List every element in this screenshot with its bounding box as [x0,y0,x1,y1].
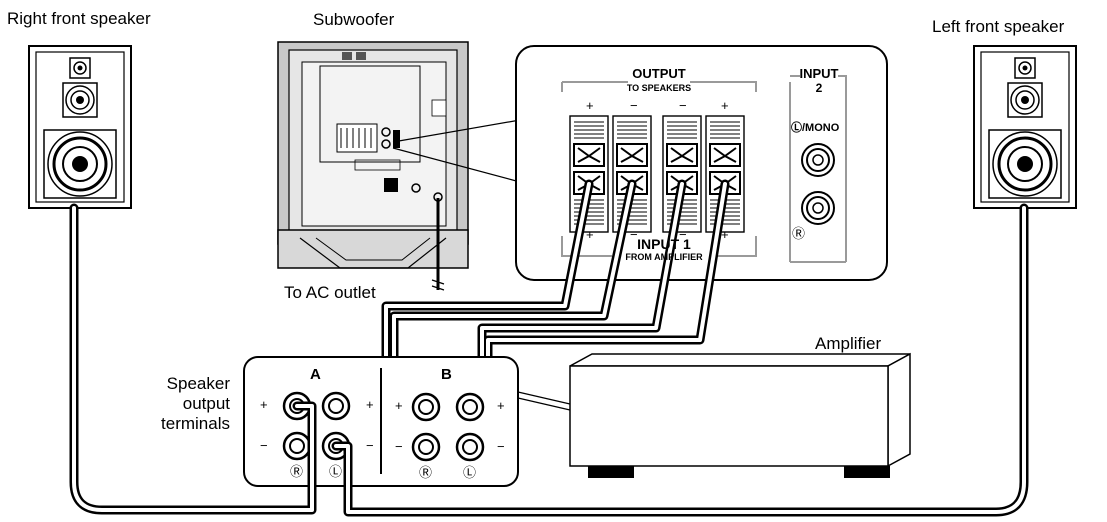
group-a-right-channel-icon: Ⓡ [290,465,304,480]
group-a-minus-left: − [260,438,268,453]
input1-subtitle: FROM AMPLIFIER [625,252,703,262]
input2-title: INPUT [799,66,839,81]
group-b-minus-left: − [395,439,403,454]
group-b-minus-right: − [497,439,505,454]
input-right-label: Ⓡ [792,227,806,242]
input2-number: 2 [815,81,823,95]
group-a-plus-left: + [260,397,268,412]
amplifier-terminal-panel [243,356,519,487]
group-b-left-channel-icon: Ⓛ [463,466,477,481]
amplifier-label: Amplifier [815,334,882,353]
left-front-speaker [973,45,1077,209]
top-polarity-4: + [721,98,729,113]
output-title: OUTPUT [632,66,686,81]
amplifier-unit [569,352,911,478]
group-a-plus-right: + [366,397,374,412]
group-b-plus-left: + [395,398,403,413]
output-subtitle: TO SPEAKERS [626,83,692,93]
top-polarity-3: − [679,98,687,113]
left-front-speaker-label: Left front speaker [932,17,1065,36]
terminal-group-b-label: B [441,366,452,383]
top-polarity-2: − [630,98,638,113]
subwoofer-label: Subwoofer [313,10,395,29]
bottom-polarity-1: + [586,227,594,242]
subwoofer-terminal-panel [515,45,888,281]
bottom-polarity-3: − [679,227,687,242]
mono-label: Ⓛ/MONO [791,122,840,134]
group-b-right-channel-icon: Ⓡ [419,466,433,481]
right-front-speaker-label: Right front speaker [7,9,151,28]
group-a-left-channel-icon: Ⓛ [329,465,343,480]
right-front-speaker [28,45,132,209]
front-speaker-cables [69,203,1029,517]
terminal-group-a-label: A [310,366,321,383]
group-b-plus-right: + [497,398,505,413]
speaker-output-terminals-label-line2: output [182,394,230,413]
speaker-output-terminals-label-line3: terminals [161,414,230,433]
ac-outlet-label: To AC outlet [284,283,376,302]
group-a-minus-right: − [366,438,374,453]
speaker-output-terminals-label-line1: Speaker [166,374,230,393]
subwoofer-unit [277,41,469,291]
top-polarity-1: + [586,98,594,113]
bottom-polarity-2: − [630,227,638,242]
input1-title: INPUT 1 [637,236,691,252]
bottom-polarity-4: + [721,227,729,242]
